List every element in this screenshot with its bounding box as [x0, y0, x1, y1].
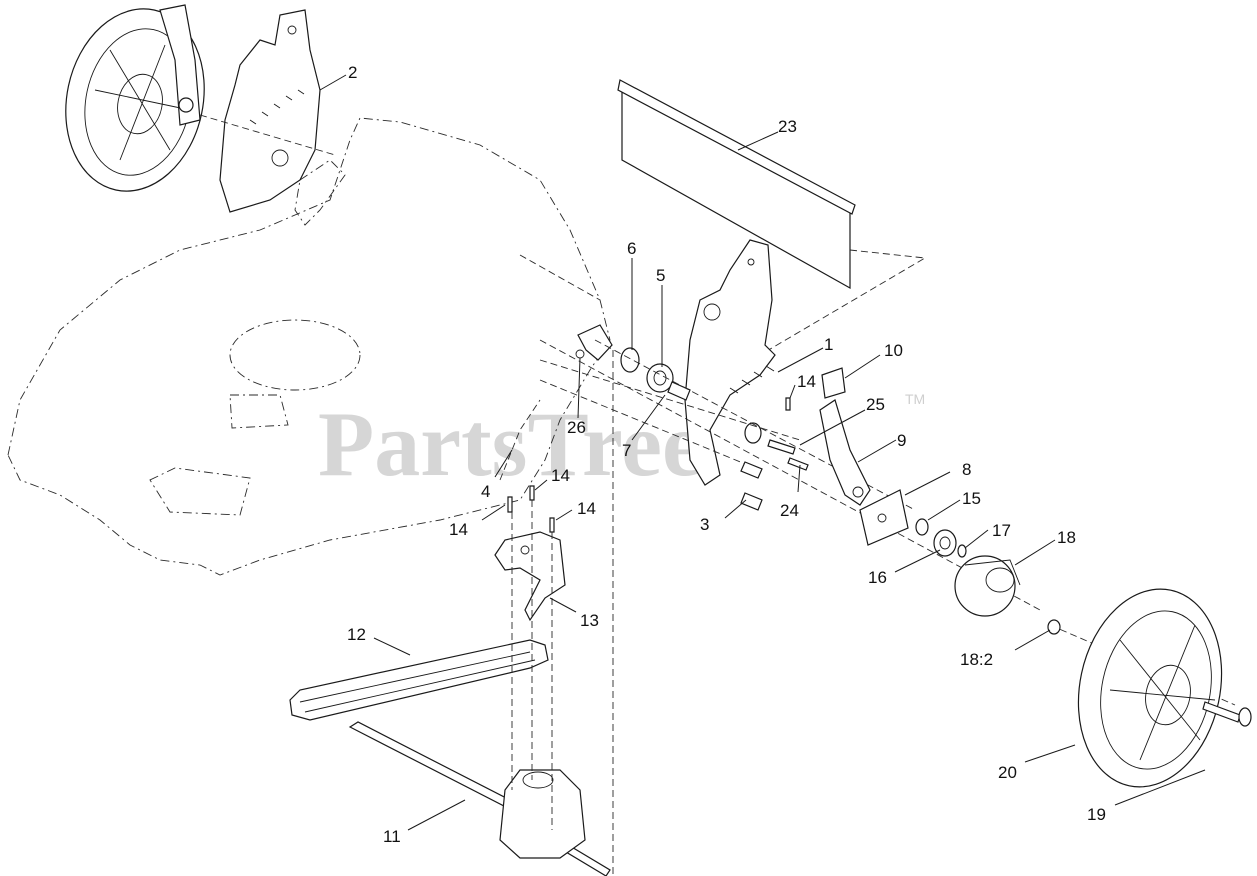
callout-17: 17 [992, 521, 1011, 540]
callout-26: 26 [567, 418, 586, 437]
plate-8 [859, 489, 909, 546]
pad-10 [821, 367, 846, 399]
callout-23: 23 [778, 117, 797, 136]
hub-18 [954, 555, 1021, 617]
bolt-19 [1202, 701, 1252, 727]
callout-15: 15 [962, 489, 981, 508]
rear-shield-23 [617, 79, 927, 356]
callout-8: 8 [962, 460, 971, 479]
gear-16 [933, 529, 957, 557]
callout-18-2: 18:2 [960, 650, 993, 669]
callout-11: 11 [383, 827, 401, 846]
callout-7: 7 [622, 441, 631, 460]
watermark-trademark: TM [905, 391, 925, 407]
callout-14c: 14 [577, 499, 596, 518]
gearbox [499, 769, 586, 859]
callout-2: 2 [348, 63, 357, 82]
callout-19: 19 [1087, 805, 1106, 824]
bolt-3 [740, 461, 763, 511]
left-wheel [65, 4, 205, 192]
callout-12: 12 [347, 625, 366, 644]
bracket-26 [575, 324, 613, 361]
height-bracket-2 [199, 9, 336, 213]
callout-9: 9 [897, 431, 906, 450]
callout-18: 18 [1057, 528, 1076, 547]
washer-15 [915, 518, 929, 536]
washer-18-2 [1047, 619, 1061, 635]
mower-deck [7, 117, 611, 576]
right-wheel-20 [1077, 588, 1223, 788]
pin-24 [787, 457, 809, 471]
watermark-text: PartsTree [318, 393, 703, 495]
screws-14 [507, 397, 791, 533]
callout-14a: 14 [449, 520, 468, 539]
callout-14b: 14 [551, 466, 570, 485]
ring-17 [957, 544, 967, 558]
callout-10: 10 [884, 341, 903, 360]
side-plate-1 [684, 239, 776, 486]
lever-9 [819, 399, 871, 506]
callout-25: 25 [866, 395, 885, 414]
callout-16: 16 [868, 568, 887, 587]
callout-1: 1 [824, 335, 833, 354]
guide-lines [511, 350, 614, 876]
callout-4: 4 [481, 482, 490, 501]
bracket-13 [494, 531, 566, 622]
callout-14d: 14 [797, 372, 816, 391]
callouts: 2 23 6 5 1 10 14 25 9 8 15 17 18 16 18:2… [347, 63, 1106, 846]
callout-13: 13 [580, 611, 599, 630]
callout-6: 6 [627, 239, 636, 258]
belt-12 [289, 639, 549, 721]
bushing-6 [620, 347, 640, 373]
pin-25 [767, 439, 796, 455]
leader-lines [319, 74, 1206, 831]
callout-3: 3 [700, 515, 709, 534]
callout-24: 24 [780, 501, 799, 520]
callout-5: 5 [656, 266, 665, 285]
callout-20: 20 [998, 763, 1017, 782]
